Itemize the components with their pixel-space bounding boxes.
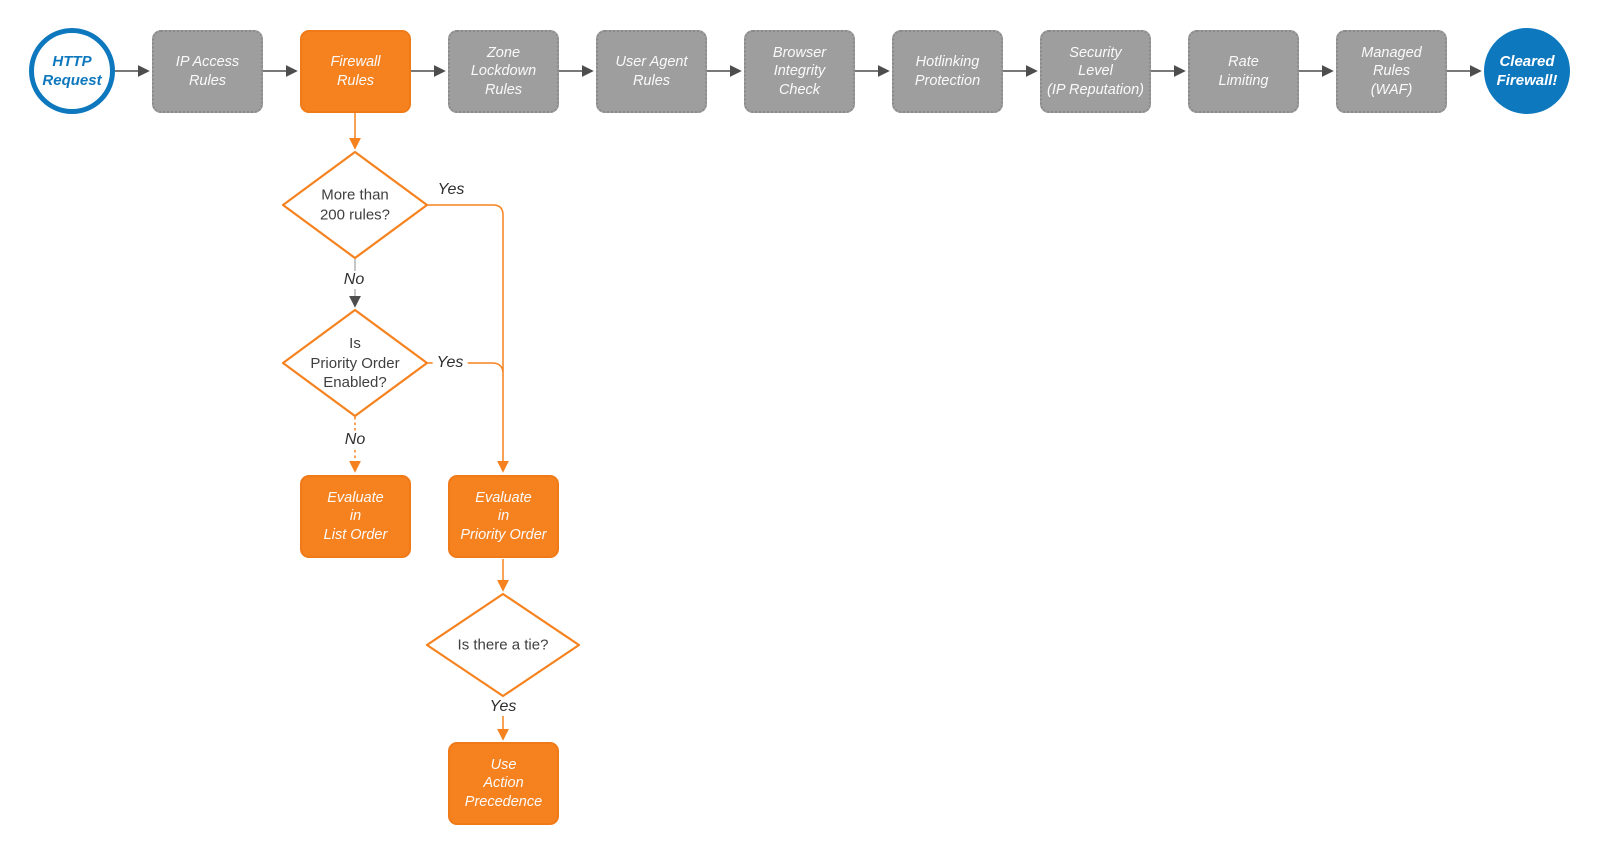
pipeline-step-ip-access-rules: IP Access Rules bbox=[152, 30, 263, 113]
action-evaluate-list-order: Evaluate in List Order bbox=[300, 475, 411, 558]
end-node-cleared-firewall: Cleared Firewall! bbox=[1484, 28, 1570, 114]
pipeline-step-managed-rules-waf: Managed Rules (WAF) bbox=[1336, 30, 1447, 113]
pipeline-step-firewall-rules: Firewall Rules bbox=[300, 30, 411, 113]
pipeline-step-browser-integrity-check: Browser Integrity Check bbox=[744, 30, 855, 113]
arrow-decision1-yes-to-priority-order bbox=[427, 204, 509, 473]
edge-label-decision2-yes: Yes bbox=[432, 354, 468, 372]
decision-priority-order-enabled-label: Is Priority Order Enabled? bbox=[310, 334, 400, 391]
pipeline-step-user-agent-rules: User Agent Rules bbox=[596, 30, 707, 113]
edge-label-decision1-no: No bbox=[339, 271, 369, 289]
arrow-decision2-yes-merge bbox=[427, 362, 504, 373]
action-use-action-precedence: Use Action Precedence bbox=[448, 742, 559, 825]
edge-label-decision1-yes: Yes bbox=[433, 181, 469, 199]
decision-is-there-a-tie-label: Is there a tie? bbox=[457, 636, 549, 654]
pipeline-step-security-level: Security Level (IP Reputation) bbox=[1040, 30, 1151, 113]
decision-is-there-a-tie-shape bbox=[425, 592, 581, 698]
decision-more-than-200-rules-label: More than 200 rules? bbox=[319, 186, 391, 224]
decision-priority-order-enabled-shape bbox=[281, 308, 429, 418]
pipeline-step-rate-limiting: Rate Limiting bbox=[1188, 30, 1299, 113]
pipeline-step-zone-lockdown-rules: Zone Lockdown Rules bbox=[448, 30, 559, 113]
action-evaluate-priority-order: Evaluate in Priority Order bbox=[448, 475, 559, 558]
edge-label-decision2-no: No bbox=[340, 431, 370, 449]
decision-more-than-200-rules-shape bbox=[281, 150, 429, 260]
edge-label-decision3-yes: Yes bbox=[485, 698, 521, 716]
pipeline-step-hotlinking-protection: Hotlinking Protection bbox=[892, 30, 1003, 113]
start-node-http-request: HTTP Request bbox=[29, 28, 115, 114]
